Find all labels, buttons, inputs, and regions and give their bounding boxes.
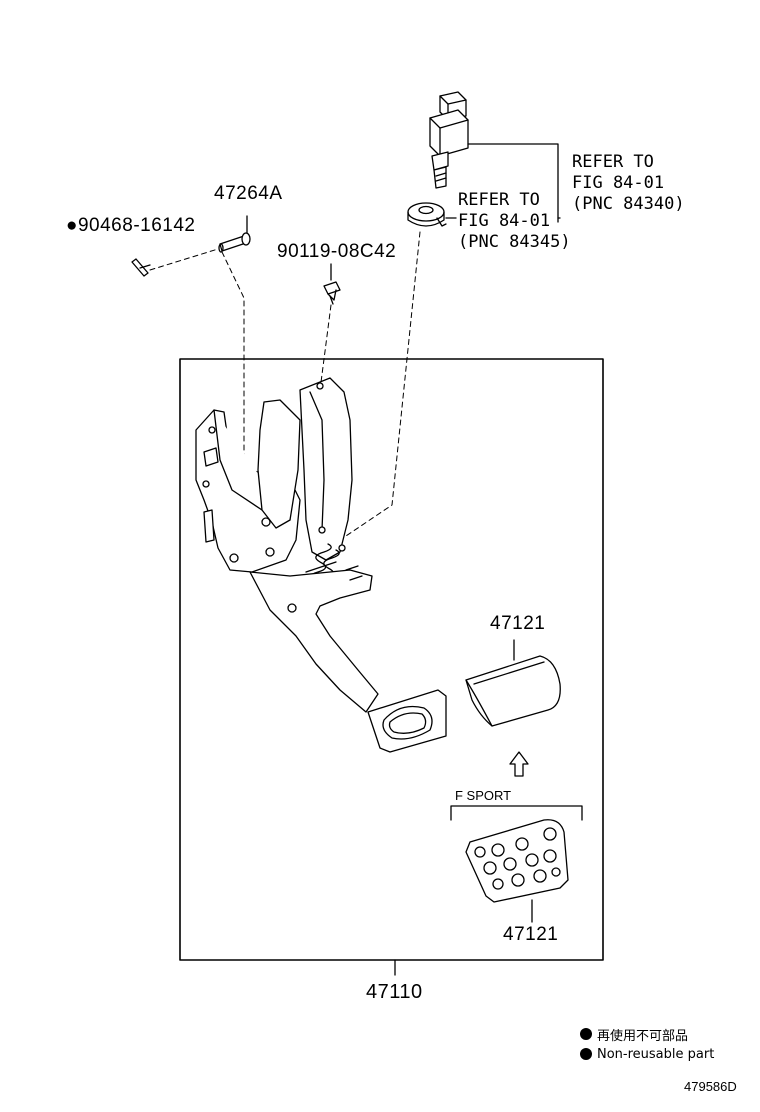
part-label-pin: 47264A xyxy=(214,183,283,204)
legend-row-en: Non-reusable part xyxy=(580,1044,714,1064)
pedal-pad-icon xyxy=(367,689,447,753)
part-label-pad: 47121 xyxy=(490,613,546,634)
stoplamp-ref-bracket xyxy=(467,143,561,219)
pedal-pin-icon xyxy=(218,232,251,253)
fsport-bracket xyxy=(450,805,583,821)
legend: 再使用不可部品 Non-reusable part xyxy=(580,1024,714,1064)
part-label-sport-pad: 47121 xyxy=(503,924,559,945)
pad-cover-icon xyxy=(465,655,561,727)
retainer-clip-icon xyxy=(131,258,151,277)
switch-clip-icon xyxy=(407,202,447,227)
assembly-frame xyxy=(179,358,604,961)
sport-pad-icon xyxy=(465,819,569,903)
variant-label: F SPORT xyxy=(455,788,512,803)
upgrade-arrow-icon xyxy=(509,751,529,777)
stoplamp-switch-icon xyxy=(429,91,469,189)
figure-id: 479586D xyxy=(684,1079,737,1094)
bolt-icon xyxy=(323,281,341,305)
bullet-icon xyxy=(580,1048,592,1060)
pedal-lever-icon xyxy=(257,377,353,561)
bullet-icon xyxy=(580,1028,592,1040)
legend-row-jp: 再使用不可部品 xyxy=(580,1024,714,1044)
part-label-clip: ●90468-16142 xyxy=(66,215,196,236)
part-label-bolt: 90119-08C42 xyxy=(277,241,397,262)
pedal-arm-icon xyxy=(249,565,379,713)
non-reusable-mark: ● xyxy=(66,215,78,236)
part-label-assembly: 47110 xyxy=(366,981,423,1003)
